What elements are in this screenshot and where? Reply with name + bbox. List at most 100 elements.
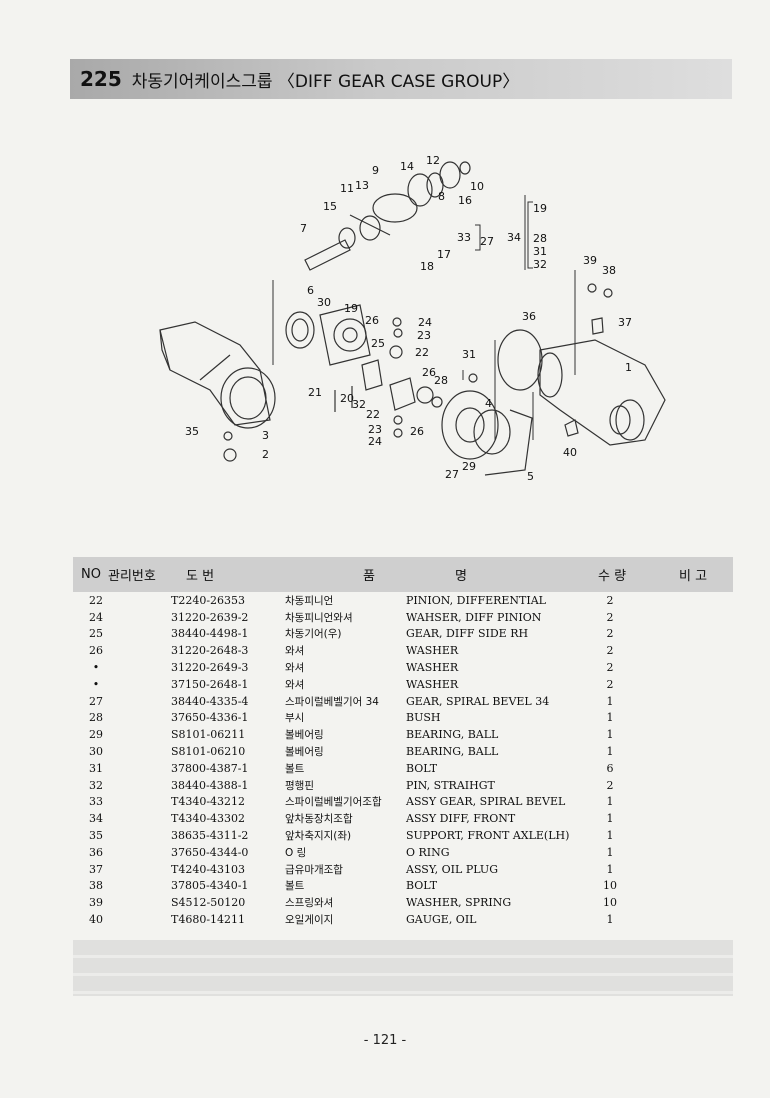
cell-part-number: S8101-06211 [171,728,246,742]
col-header-drawing: 도 번 [186,569,215,584]
cell-quantity: 1 [606,745,614,759]
cell-no: 40 [89,913,103,927]
callout: 24 [368,435,382,448]
callout: 36 [522,310,536,323]
cell-part-number: 31220-2639-2 [171,610,249,624]
cell-quantity: 2 [606,661,614,675]
callout: 23 [368,423,382,436]
cell-name-english: WASHER, SPRING [406,896,512,910]
cell-part-number: T4340-43212 [171,795,246,809]
cell-quantity: 2 [606,610,614,624]
cell-part-number: 37150-2648-1 [171,677,249,691]
cell-part-number: S8101-06210 [171,745,246,759]
callout: 1 [625,361,632,374]
cell-no: 27 [89,694,103,708]
callout: 22 [366,408,380,421]
side-gears [361,359,443,411]
cell-name-korean: 차동피니언 [285,594,334,607]
cell-part-number: 38635-4311-2 [171,829,249,843]
callout: 26 [422,366,436,379]
cell-name-korean: 차동기어(우) [285,628,342,641]
cell-name-english: GAUGE, OIL [406,913,477,927]
callout: 23 [417,329,431,342]
cell-no: 34 [89,812,103,826]
cell-name-english: WASHER [406,644,459,658]
cell-no: 29 [89,728,103,742]
callout: 25 [371,337,385,350]
cell-quantity: 6 [606,761,614,775]
cell-quantity: 1 [606,812,614,826]
cell-name-english: WASHER [406,661,459,675]
page-number: - 121 - [363,1033,407,1048]
cell-part-number: 38440-4335-4 [171,694,249,708]
cell-quantity: 1 [606,711,614,725]
cell-no: 38 [89,879,103,893]
cell-part-number: 31220-2649-3 [171,661,249,675]
cell-part-number: 37805-4340-1 [171,879,249,893]
cell-quantity: 2 [606,778,614,792]
callout: 7 [300,222,307,235]
cell-name-korean: 스프링와셔 [285,897,334,910]
diff-case-housing [537,339,666,446]
callout: 26 [410,425,424,438]
cell-no: 25 [89,627,103,641]
cell-name-english: GEAR, SPIRAL BEVEL 34 [406,694,550,708]
callout: 17 [437,248,451,261]
cell-no: 39 [89,896,103,910]
cell-no: 24 [89,610,103,624]
callout: 11 [340,182,354,195]
callout: 35 [185,425,199,438]
cell-name-korean: 와셔 [285,678,305,691]
cell-name-korean: 평행핀 [285,779,314,792]
callout: 26 [365,314,379,327]
o-ring [497,329,543,391]
callout: 12 [426,154,440,167]
cell-quantity: 10 [603,896,617,910]
callout: 27 [480,235,494,248]
cell-quantity: 1 [606,829,614,843]
cell-name-korean: 부시 [285,712,305,725]
cell-name-korean: 급유마개조합 [285,863,343,876]
callout: 6 [307,284,314,297]
cell-part-number: 38440-4388-1 [171,778,249,792]
table-header: NO 관리번호 도 번 품 명 수 량 비 고 [73,557,733,592]
cell-name-english: ASSY GEAR, SPIRAL BEVEL [406,795,566,809]
callout: 38 [602,264,616,277]
cell-name-english: WAHSER, DIFF PINION [406,610,542,624]
cell-no: 36 [89,845,103,859]
cell-name-korean: 스파이럴베벨기어조합 [285,796,382,809]
cell-name-english: PIN, STRAIHGT [406,778,495,792]
cell-name-english: BUSH [406,711,441,725]
cell-no: 22 [89,593,103,607]
cell-no: 37 [89,862,103,876]
cell-name-english: BEARING, BALL [406,745,499,759]
cell-part-number: 37800-4387-1 [171,761,249,775]
col-header-mgmt: 관리번호 [108,569,156,584]
table-row: 33 T4340-43212 스파이럴베벨기어조합 ASSY GEAR, SPIRAL… [73,794,733,811]
cell-quantity: 2 [606,677,614,691]
callout: 34 [507,231,521,244]
callout: 27 [445,468,459,481]
col-header-no: NO [81,567,101,582]
cell-name-korean: 앞차축지지(좌) [285,830,352,843]
callout: 28 [434,374,448,387]
cell-no: 33 [89,795,103,809]
callout: 24 [418,316,432,329]
callout: 5 [527,470,534,483]
cell-no: • [92,677,100,691]
